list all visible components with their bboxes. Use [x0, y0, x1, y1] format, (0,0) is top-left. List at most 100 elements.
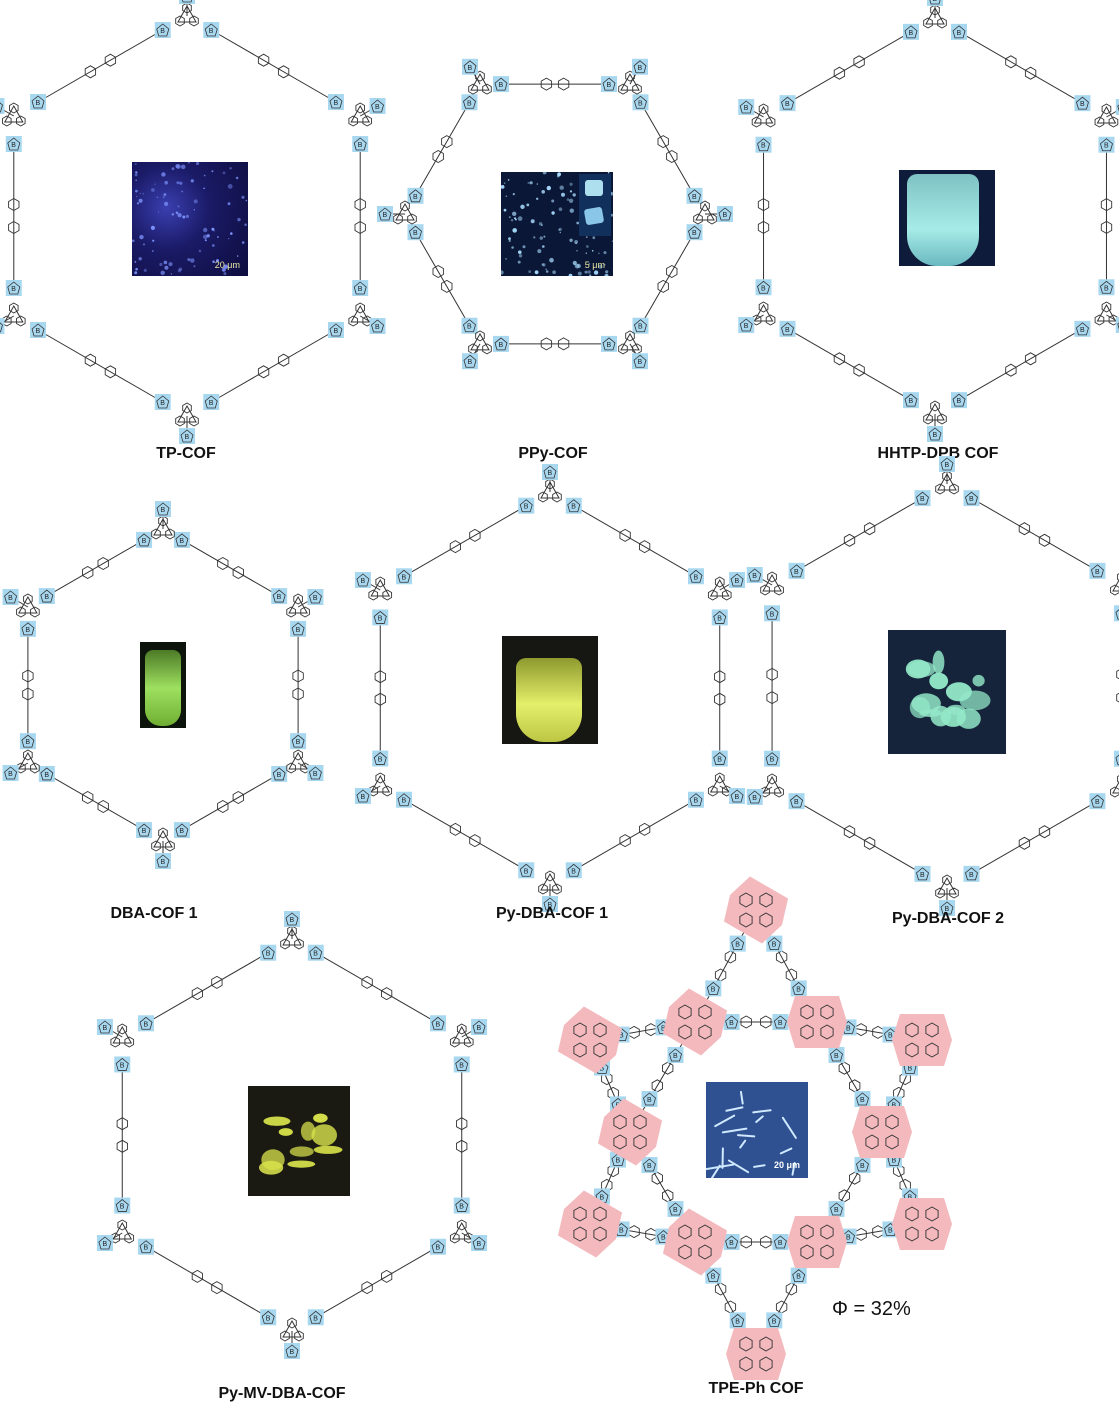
svg-text:B: B	[11, 286, 16, 293]
aromatic-ring	[211, 1281, 223, 1295]
aromatic-ring	[573, 1226, 587, 1242]
aromatic-ring	[905, 1206, 919, 1222]
aromatic-ring	[820, 1224, 834, 1240]
vertex-core	[451, 1221, 472, 1240]
ppy-cof-fluorescence-image: 5 μm	[501, 172, 613, 276]
aromatic-ring	[1094, 116, 1105, 128]
boronate-ester-node: B	[307, 944, 324, 961]
boronate-ester-node: B	[914, 490, 931, 507]
linker-bond	[640, 102, 695, 197]
boronate-ester-node: B	[407, 224, 424, 241]
svg-text:B: B	[673, 1053, 678, 1060]
boronate-ester-node: B	[1089, 562, 1106, 579]
tpe-node	[597, 1098, 663, 1166]
vertex-core	[3, 304, 24, 323]
aromatic-ring	[766, 667, 778, 681]
svg-text:B: B	[477, 1241, 482, 1248]
boronate-ester-node: B	[429, 1238, 446, 1255]
svg-text:B: B	[796, 986, 801, 993]
aromatic-ring	[666, 264, 678, 279]
aromatic-ring	[82, 565, 94, 580]
svg-text:B: B	[160, 400, 165, 407]
py-dba-cof-2-powder-image	[888, 630, 1006, 754]
vertex-core	[3, 104, 24, 123]
aromatic-ring	[1110, 584, 1119, 596]
linker-bond	[46, 539, 145, 597]
svg-text:B: B	[161, 859, 166, 866]
aromatic-ring	[294, 938, 304, 950]
svg-text:B: B	[290, 917, 295, 924]
aromatic-ring	[540, 77, 553, 91]
vertex-core	[370, 774, 391, 793]
aromatic-ring	[232, 565, 244, 580]
aromatic-ring	[1101, 103, 1112, 115]
boronate-ester-node: B	[453, 1056, 470, 1073]
svg-text:B: B	[717, 615, 722, 622]
aromatic-ring	[863, 522, 876, 536]
boronate-ester-node: B	[471, 1235, 488, 1251]
py-dba-cof-1-label: Py-DBA-COF 1	[495, 905, 609, 922]
aromatic-ring	[23, 749, 33, 761]
aromatic-ring	[22, 687, 34, 701]
aromatic-ring	[923, 413, 933, 425]
aromatic-ring	[698, 1024, 712, 1040]
aromatic-ring	[1116, 669, 1119, 680]
boronate-ester-node: B	[396, 791, 413, 808]
aromatic-ring	[2, 115, 12, 127]
tpe-node	[892, 1014, 952, 1066]
aromatic-ring	[151, 840, 161, 852]
aromatic-ring	[368, 589, 379, 601]
boronate-ester-node: B	[493, 76, 509, 93]
linker-bond	[958, 328, 1083, 401]
aromatic-ring	[552, 491, 562, 503]
aromatic-ring	[449, 1036, 460, 1048]
svg-text:B: B	[600, 1066, 605, 1073]
boronate-ester-node: B	[729, 572, 746, 588]
aromatic-ring	[751, 116, 762, 128]
boronate-ester-node: B	[407, 187, 424, 204]
svg-text:B: B	[770, 611, 775, 618]
aromatic-ring	[538, 883, 548, 895]
svg-text:B: B	[524, 504, 529, 511]
boronate-ester-node: B	[179, 0, 195, 4]
boronate-ester-node: B	[772, 1234, 789, 1250]
linker-bond	[315, 1246, 439, 1318]
boronate-ester-node: B	[19, 620, 36, 637]
svg-text:B: B	[735, 942, 740, 949]
aromatic-ring	[182, 402, 192, 414]
svg-text:B: B	[752, 795, 757, 802]
svg-text:B: B	[296, 739, 301, 746]
aromatic-ring	[463, 1036, 474, 1048]
aromatic-ring	[632, 83, 642, 95]
aromatic-ring	[362, 115, 372, 127]
boronate-ester-node: B	[2, 589, 19, 605]
linker-bond	[145, 952, 269, 1024]
linker-bond	[37, 29, 164, 103]
svg-text:B: B	[772, 1318, 777, 1325]
aromatic-ring	[633, 1114, 647, 1130]
aromatic-ring	[949, 483, 959, 495]
svg-text:B: B	[711, 1274, 716, 1281]
aromatic-ring	[619, 528, 631, 542]
boronate-ester-node: B	[493, 335, 509, 352]
svg-text:B: B	[1095, 799, 1100, 806]
linker-bond	[37, 329, 164, 403]
svg-text:B: B	[313, 951, 318, 958]
svg-text:B: B	[144, 1021, 149, 1028]
svg-text:B: B	[834, 1053, 839, 1060]
py-mv-dba-cof-powder	[259, 1113, 343, 1175]
aromatic-ring	[8, 197, 20, 212]
svg-text:B: B	[888, 1033, 893, 1040]
tpe-node	[723, 876, 789, 944]
svg-text:B: B	[333, 100, 338, 107]
aromatic-ring	[573, 1022, 587, 1038]
aromatic-ring	[232, 790, 244, 805]
aromatic-ring	[110, 1036, 121, 1048]
vertex-core	[540, 480, 560, 499]
svg-text:B: B	[459, 1062, 464, 1069]
aromatic-ring	[23, 593, 33, 605]
svg-text:B: B	[142, 538, 147, 545]
